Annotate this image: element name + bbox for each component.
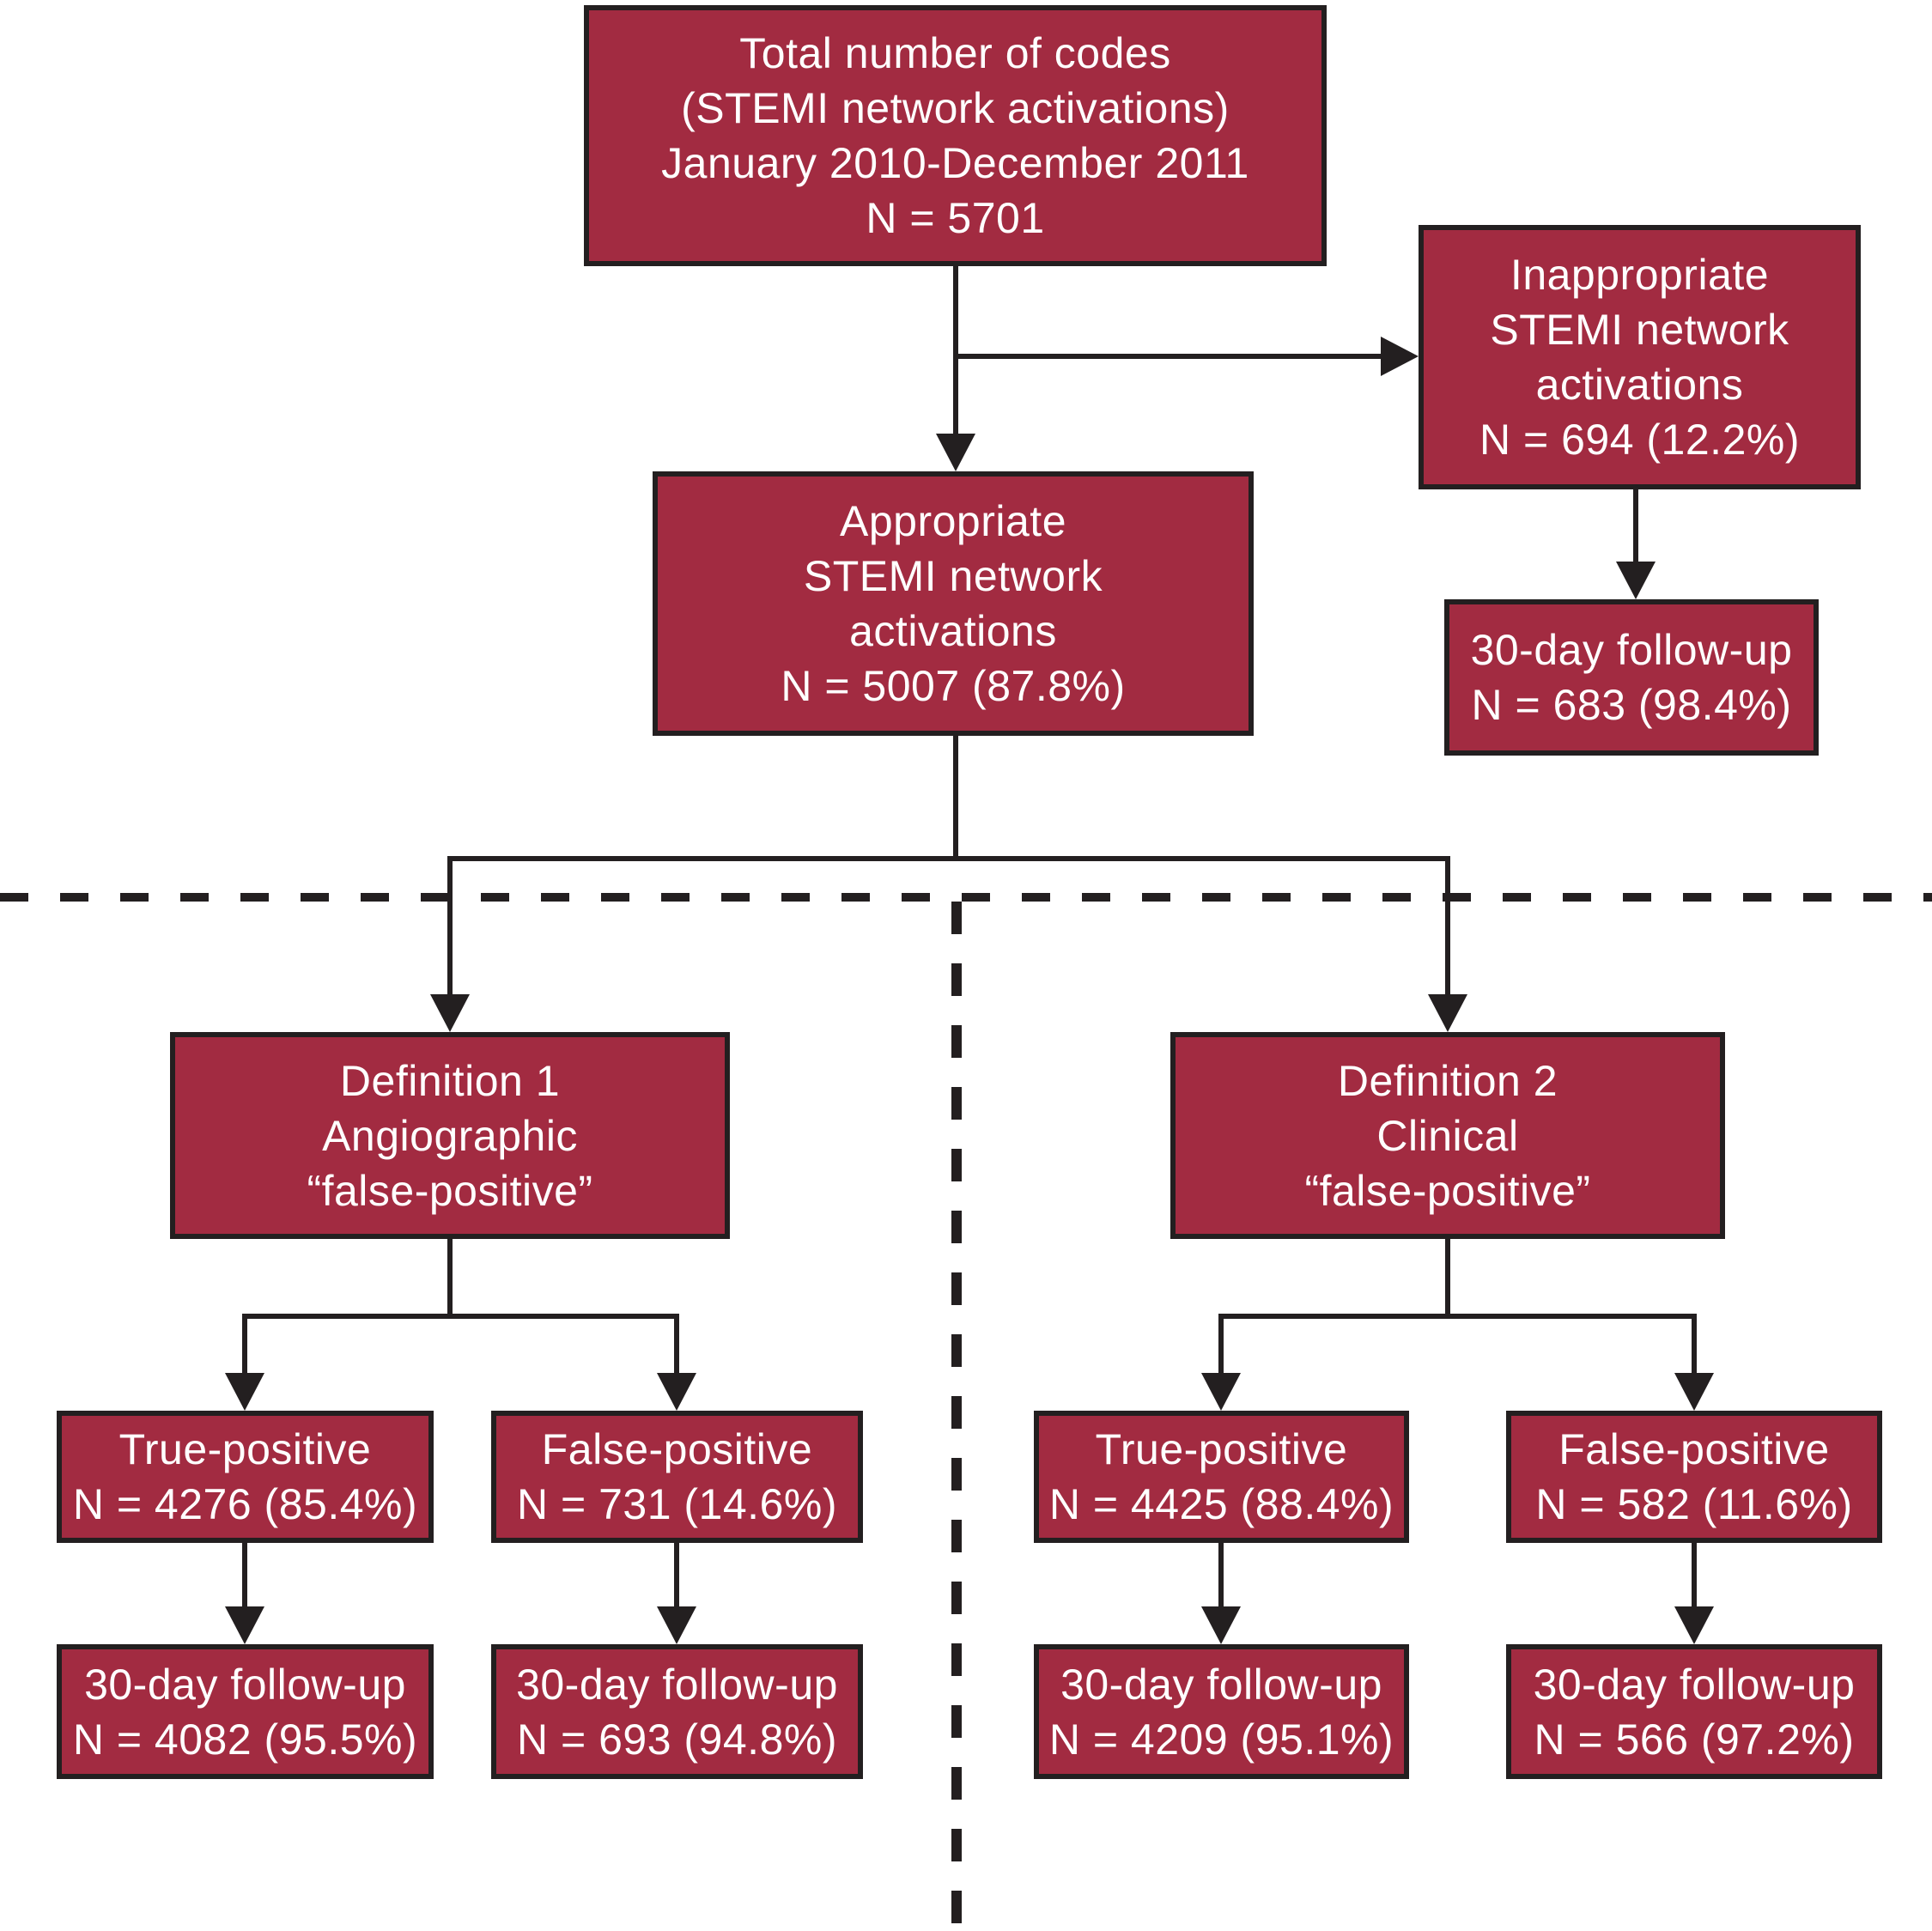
connector-total-to-appropriate-line <box>953 262 958 437</box>
node-line: 30-day follow-up <box>1533 1660 1856 1709</box>
node-inappropriate-activations: Inappropriate STEMI network activations … <box>1419 225 1861 489</box>
connector-def2-tp-followup-line <box>1218 1540 1224 1609</box>
node-definition1-angiographic: Definition 1 Angiographic “false-positiv… <box>170 1032 730 1239</box>
node-line: Clinical <box>1376 1111 1519 1160</box>
node-line: True-positive <box>118 1425 372 1473</box>
node-line: 30-day follow-up <box>516 1660 838 1709</box>
node-line: N = 5007 (87.8%) <box>781 662 1126 710</box>
node-line: N = 731 (14.6%) <box>517 1480 837 1528</box>
arrowhead-to-def1-true-positive <box>225 1373 264 1411</box>
arrowhead-to-def2-tp-followup <box>1201 1606 1241 1644</box>
node-def2-fp-followup: 30-day follow-up N = 566 (97.2%) <box>1506 1644 1882 1779</box>
node-line: STEMI network <box>803 552 1103 600</box>
connector-to-definition1-line <box>447 856 453 995</box>
node-line: Definition 1 <box>339 1056 561 1105</box>
arrowhead-to-inappropriate <box>1381 337 1419 376</box>
node-line: January 2010-December 2011 <box>661 139 1249 187</box>
node-def2-false-positive: False-positive N = 582 (11.6%) <box>1506 1411 1882 1543</box>
connector-definition1-down-line <box>447 1236 453 1316</box>
node-inappropriate-followup: 30-day follow-up N = 683 (98.4%) <box>1444 599 1819 756</box>
node-line: “false-positive” <box>1304 1166 1591 1215</box>
connector-appropriate-down-line <box>953 734 958 861</box>
arrowhead-to-def2-true-positive <box>1201 1373 1241 1411</box>
arrowhead-to-inappropriate-followup <box>1616 562 1656 599</box>
dashed-divider-horizontal <box>0 893 1932 902</box>
connector-to-def1-true-positive-line <box>242 1314 247 1375</box>
node-line: Appropriate <box>840 497 1066 545</box>
dashed-divider-vertical <box>951 902 962 1931</box>
node-line: N = 4209 (95.1%) <box>1048 1715 1394 1764</box>
node-def2-true-positive: True-positive N = 4425 (88.4%) <box>1034 1411 1409 1543</box>
connector-definition2-down-line <box>1445 1236 1450 1316</box>
node-line: False-positive <box>1558 1425 1830 1473</box>
node-def1-tp-followup: 30-day follow-up N = 4082 (95.5%) <box>57 1644 434 1779</box>
connector-definitions-split-line <box>447 856 1450 861</box>
node-line: False-positive <box>541 1425 813 1473</box>
connector-def1-tp-followup-line <box>242 1540 247 1609</box>
arrowhead-to-appropriate <box>936 434 975 471</box>
connector-inappropriate-to-followup-line <box>1633 488 1638 565</box>
arrowhead-to-def2-fp-followup <box>1674 1606 1714 1644</box>
node-line: 30-day follow-up <box>84 1660 406 1709</box>
arrowhead-to-def1-tp-followup <box>225 1606 264 1644</box>
node-line: True-positive <box>1095 1425 1348 1473</box>
connector-to-def2-false-positive-line <box>1692 1314 1697 1375</box>
node-definition2-clinical: Definition 2 Clinical “false-positive” <box>1170 1032 1725 1239</box>
node-line: N = 693 (94.8%) <box>517 1715 837 1764</box>
node-line: Inappropriate <box>1510 251 1770 299</box>
connector-def2-fp-followup-line <box>1692 1540 1697 1609</box>
arrowhead-to-definition2 <box>1428 994 1467 1032</box>
node-line: Definition 2 <box>1337 1056 1558 1105</box>
arrowhead-to-def1-false-positive <box>657 1373 696 1411</box>
node-line: N = 4082 (95.5%) <box>72 1715 418 1764</box>
arrowhead-to-def2-false-positive <box>1674 1373 1714 1411</box>
connector-to-def2-true-positive-line <box>1218 1314 1224 1375</box>
node-line: activations <box>849 607 1057 655</box>
connector-to-def1-false-positive-line <box>674 1314 679 1375</box>
arrowhead-to-definition1 <box>430 994 470 1032</box>
connector-def1-fp-followup-line <box>674 1540 679 1609</box>
node-line: 30-day follow-up <box>1470 626 1793 674</box>
node-line: N = 4276 (85.4%) <box>72 1480 418 1528</box>
node-line: “false-positive” <box>307 1166 593 1215</box>
node-line: N = 4425 (88.4%) <box>1048 1480 1394 1528</box>
node-line: Total number of codes <box>739 29 1171 77</box>
node-appropriate-activations: Appropriate STEMI network activations N … <box>653 471 1254 736</box>
node-line: N = 694 (12.2%) <box>1479 416 1800 464</box>
node-line: Angiographic <box>322 1111 578 1160</box>
node-def2-tp-followup: 30-day follow-up N = 4209 (95.1%) <box>1034 1644 1409 1779</box>
node-line: N = 683 (98.4%) <box>1471 681 1792 729</box>
node-line: (STEMI network activations) <box>681 84 1230 132</box>
node-line: N = 5701 <box>866 194 1045 242</box>
connector-to-definition2-line <box>1445 856 1450 995</box>
connector-definition2-split-line <box>1218 1314 1697 1319</box>
node-line: STEMI network <box>1490 306 1789 354</box>
node-line: N = 566 (97.2%) <box>1534 1715 1855 1764</box>
node-def1-fp-followup: 30-day follow-up N = 693 (94.8%) <box>491 1644 863 1779</box>
node-def1-false-positive: False-positive N = 731 (14.6%) <box>491 1411 863 1543</box>
node-line: activations <box>1535 361 1744 409</box>
node-total-codes: Total number of codes (STEMI network act… <box>584 5 1327 266</box>
node-line: 30-day follow-up <box>1060 1660 1382 1709</box>
connector-definition1-split-line <box>242 1314 679 1319</box>
node-def1-true-positive: True-positive N = 4276 (85.4%) <box>57 1411 434 1543</box>
connector-total-to-inappropriate-line <box>953 354 1381 359</box>
node-line: N = 582 (11.6%) <box>1535 1480 1853 1528</box>
arrowhead-to-def1-fp-followup <box>657 1606 696 1644</box>
